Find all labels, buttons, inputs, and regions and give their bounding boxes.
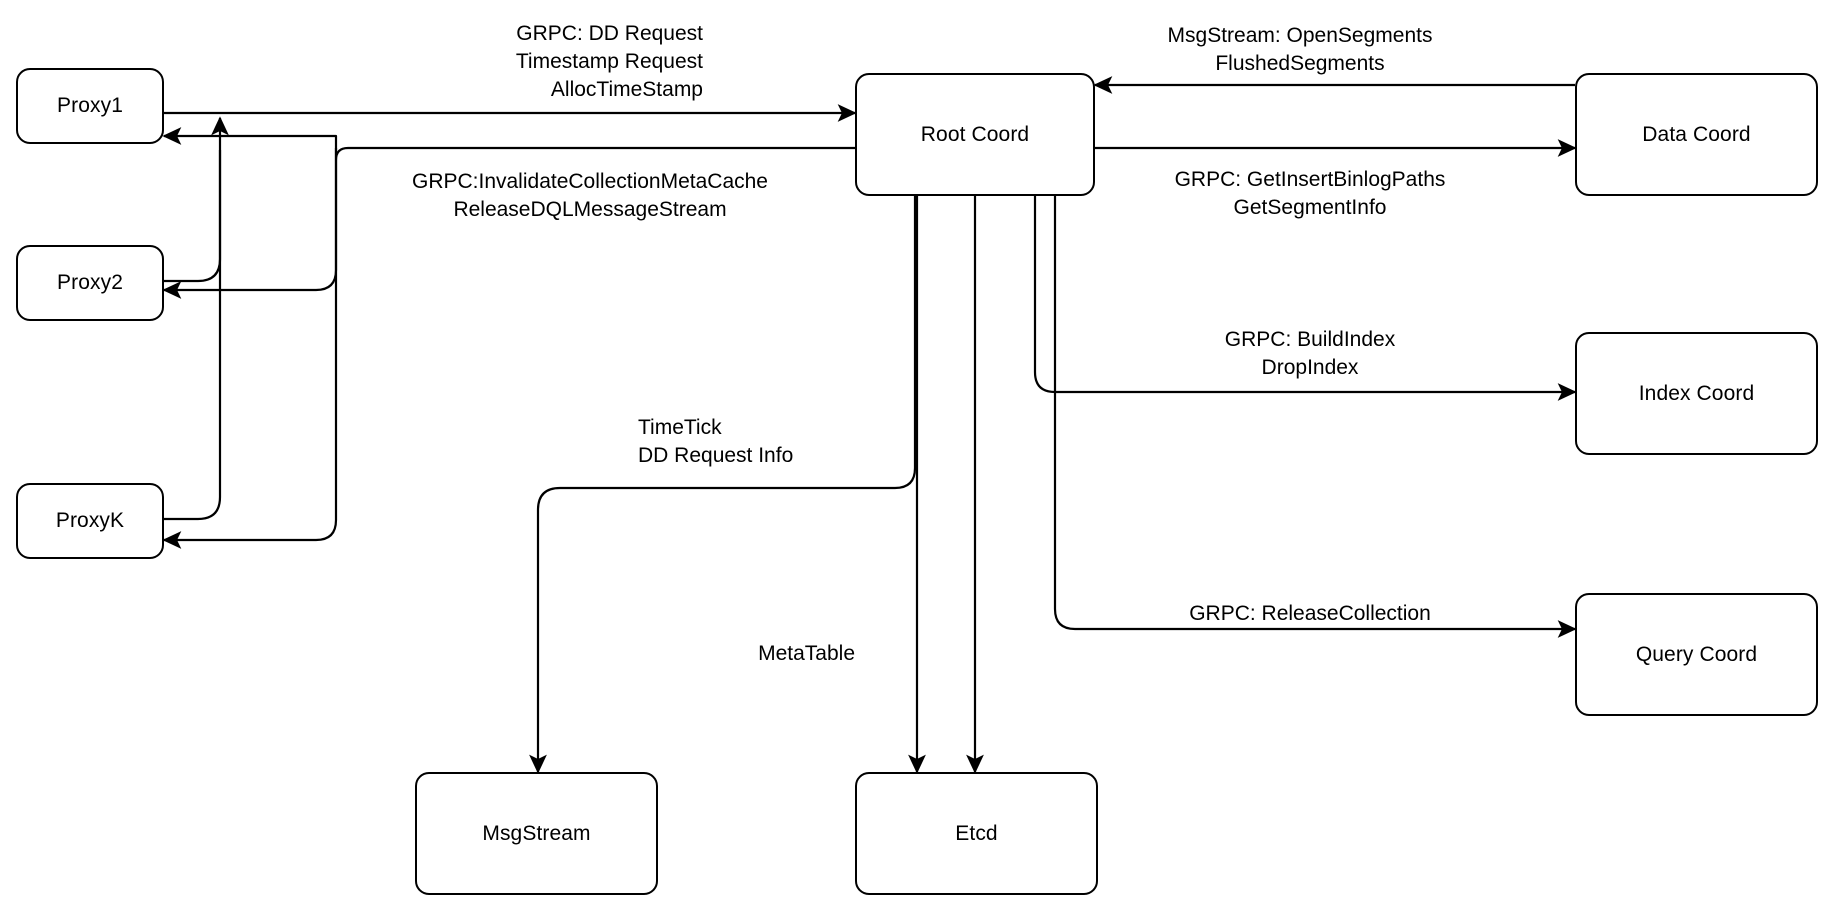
edge-label-line: GRPC: GetInsertBinlogPaths bbox=[1174, 168, 1446, 191]
node-etcd[interactable]: Etcd bbox=[855, 772, 1098, 895]
node-query-coord[interactable]: Query Coord bbox=[1575, 593, 1818, 716]
edge-label-line: DD Request Info bbox=[638, 444, 794, 467]
edge-label-line: TimeTick bbox=[638, 416, 722, 439]
node-proxy2[interactable]: Proxy2 bbox=[16, 245, 164, 321]
edge-label-root-to-msgstream: TimeTick DD Request Info bbox=[638, 414, 918, 470]
edge-label-line: GRPC: ReleaseCollection bbox=[1189, 602, 1431, 625]
edge-label-line: FlushedSegments bbox=[1215, 52, 1385, 75]
node-proxy1-label: Proxy1 bbox=[57, 94, 123, 117]
node-msgstream[interactable]: MsgStream bbox=[415, 772, 658, 895]
edge-label-root-to-etcd: MetaTable bbox=[700, 640, 855, 668]
node-index-coord-label: Index Coord bbox=[1638, 381, 1755, 405]
edge-label-line: GRPC: BuildIndex bbox=[1224, 328, 1396, 351]
edge-label-line: DropIndex bbox=[1261, 356, 1359, 379]
node-index-coord[interactable]: Index Coord bbox=[1575, 332, 1818, 455]
edge-label-line: AllocTimeStamp bbox=[550, 78, 703, 101]
edge-label-line: MetaTable bbox=[758, 642, 855, 665]
edge-rootcoord-to-proxyk bbox=[162, 160, 338, 549]
edge-label-line: ReleaseDQLMessageStream bbox=[453, 198, 727, 221]
node-msgstream-label: MsgStream bbox=[482, 821, 591, 845]
node-proxy1[interactable]: Proxy1 bbox=[16, 68, 164, 144]
edge-rootcoord-to-proxy1 bbox=[162, 127, 855, 162]
edge-label-line: GetSegmentInfo bbox=[1233, 196, 1387, 219]
edge-label-root-to-querycoord: GRPC: ReleaseCollection bbox=[1130, 600, 1490, 628]
edge-rootcoord-to-msgstream bbox=[529, 196, 917, 774]
node-root-coord[interactable]: Root Coord bbox=[855, 73, 1095, 196]
node-etcd-label: Etcd bbox=[955, 821, 998, 845]
node-root-coord-label: Root Coord bbox=[920, 122, 1030, 146]
edge-proxyk-to-uptrunk bbox=[164, 150, 222, 521]
edge-rootcoord-to-proxy2 bbox=[162, 148, 338, 299]
node-data-coord-label: Data Coord bbox=[1642, 122, 1751, 146]
edge-label-line: GRPC:InvalidateCollectionMetaCache bbox=[411, 170, 768, 193]
node-proxyk[interactable]: ProxyK bbox=[16, 483, 164, 559]
edge-proxy2-to-uptrunk bbox=[164, 116, 229, 283]
edge-label-line: GRPC: DD Request bbox=[516, 22, 703, 45]
edge-label-line: MsgStream: OpenSegments bbox=[1167, 24, 1433, 47]
node-proxyk-label: ProxyK bbox=[55, 509, 125, 532]
node-proxy2-label: Proxy2 bbox=[57, 271, 123, 294]
edge-label-line: Timestamp Request bbox=[515, 50, 703, 73]
node-query-coord-label: Query Coord bbox=[1635, 642, 1758, 666]
node-data-coord[interactable]: Data Coord bbox=[1575, 73, 1818, 196]
edge-rootcoord-to-querycoord bbox=[1053, 196, 1577, 638]
